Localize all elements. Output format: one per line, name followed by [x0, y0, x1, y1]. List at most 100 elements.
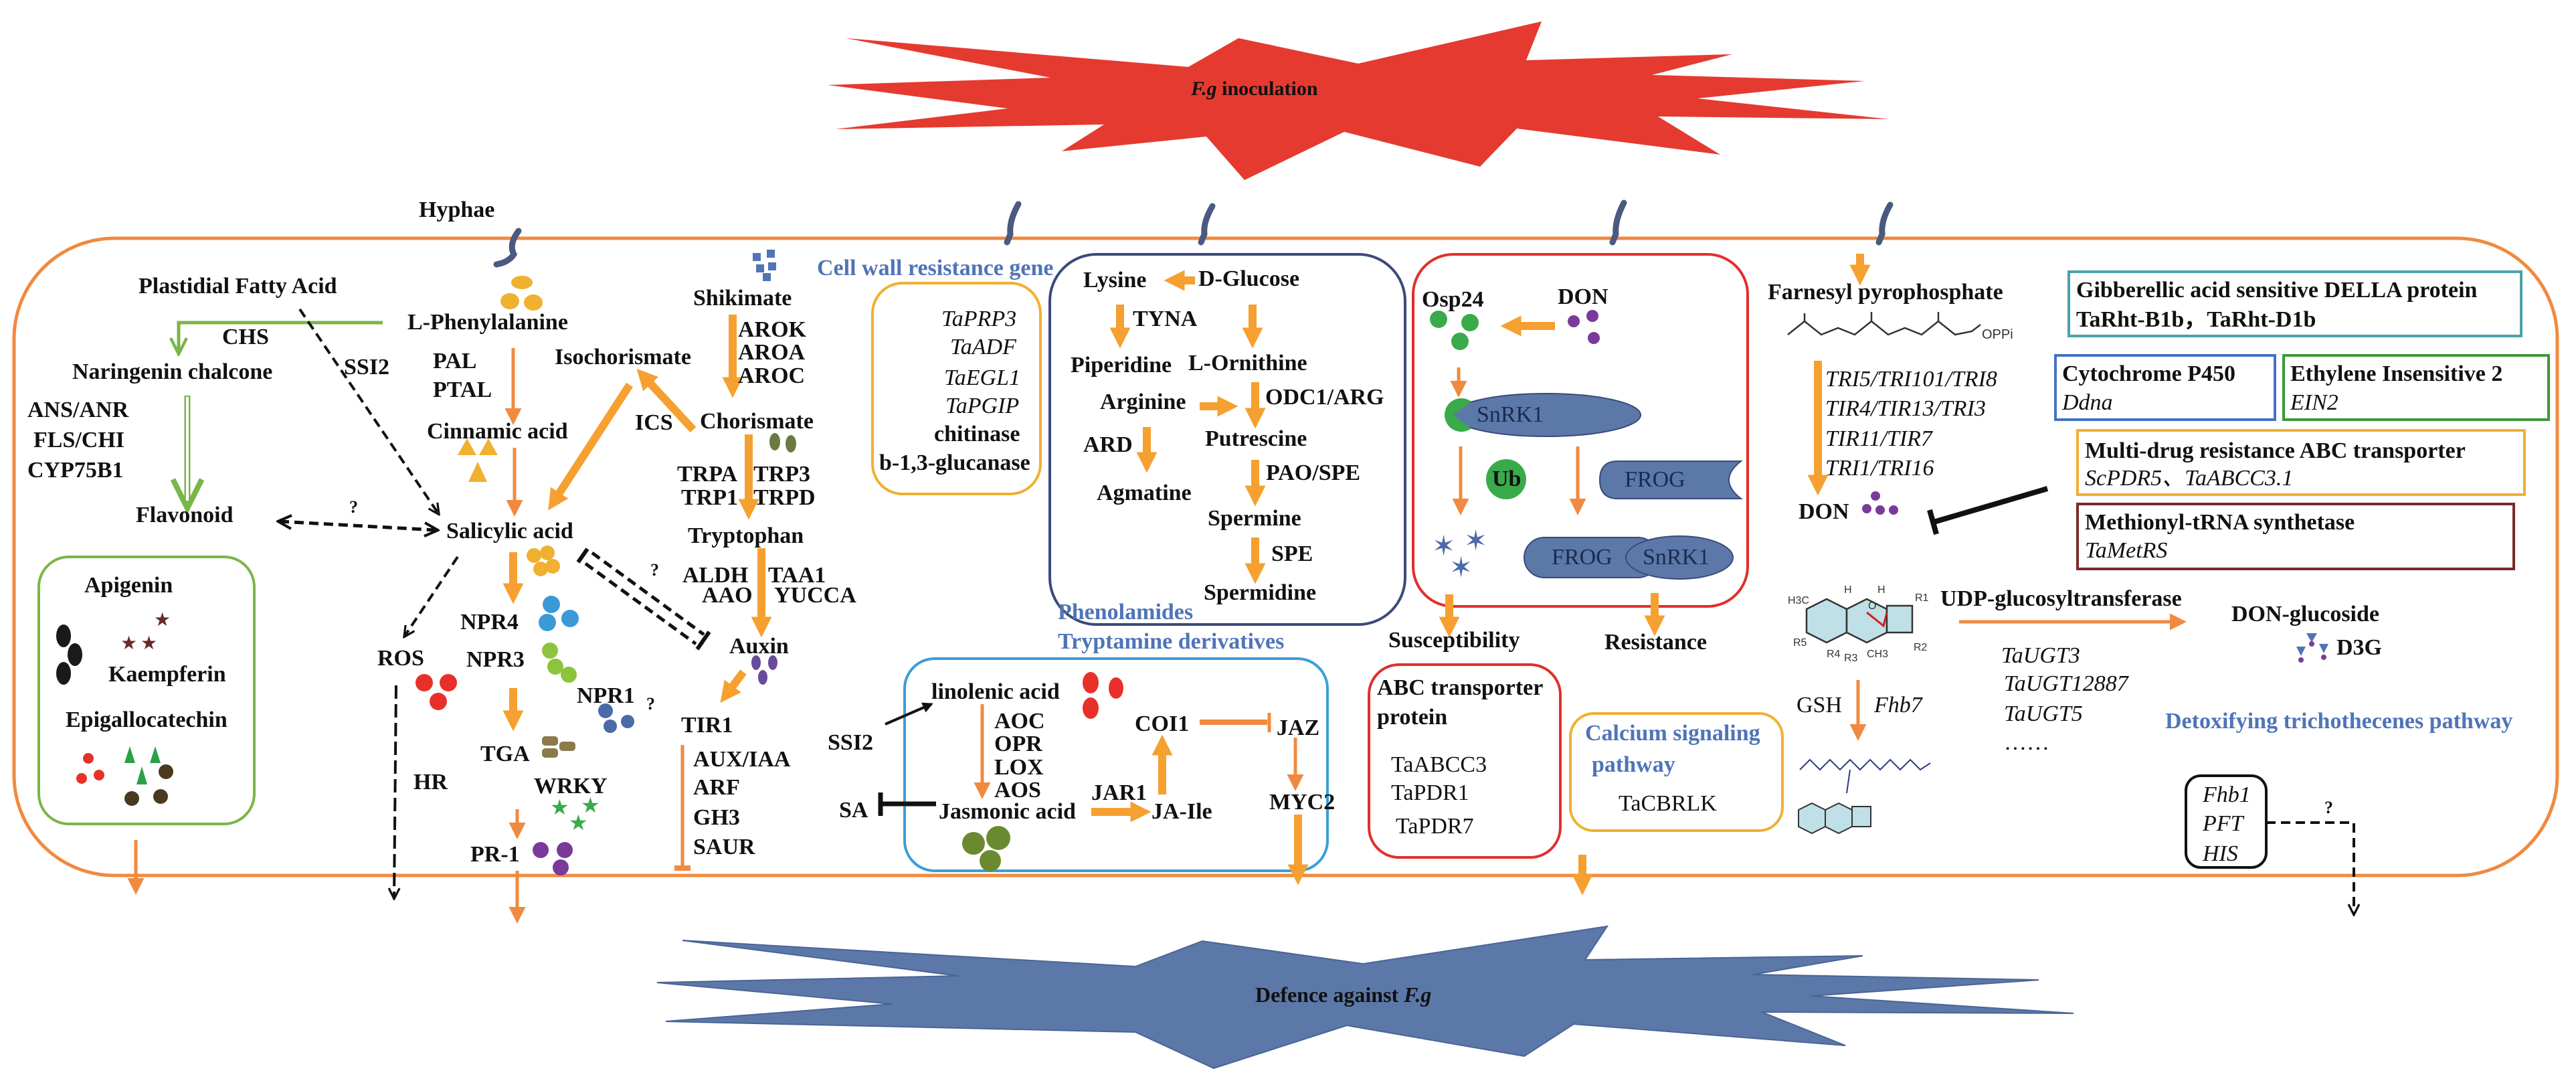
calcium-title: pathway	[1592, 752, 1675, 777]
oppi-label: OPPi	[1982, 327, 2013, 342]
don-label: DON	[1558, 284, 1608, 309]
cell-wall-gene: TaEGL1	[944, 365, 1021, 390]
mdr-title: Multi-drug resistance ABC transporter	[2085, 438, 2466, 463]
abc-box	[1368, 663, 1562, 859]
ein2-box	[2282, 354, 2550, 421]
svg-text:R2: R2	[1914, 642, 1928, 653]
ugt-ellipsis: ……	[2004, 730, 2049, 755]
trpa-label: TRPA	[677, 462, 738, 487]
orange-thick-arrows	[502, 254, 1871, 896]
orange-thin-arrows	[127, 348, 2187, 924]
svg-text:✶: ✶	[1449, 553, 1473, 584]
ros-icon	[416, 674, 457, 710]
tga-icon	[542, 736, 575, 758]
svg-text:✶: ✶	[1432, 531, 1455, 562]
myc2-label: MYC2	[1269, 790, 1336, 815]
hypha-icon	[1609, 199, 1627, 246]
della-box	[2067, 270, 2522, 337]
epigallocatechin-label: Epigallocatechin	[66, 707, 227, 732]
hypha-icon	[1875, 201, 1894, 246]
frog-label: FROG	[1552, 545, 1613, 570]
don-icon	[1862, 491, 1898, 515]
tga-label: TGA	[480, 742, 530, 766]
frog-snrk1-complex-snrk1	[1625, 535, 1734, 580]
unknown-mark: ?	[349, 497, 358, 517]
lysine-label: Lysine	[1083, 268, 1147, 292]
svg-text:✶: ✶	[1464, 526, 1487, 557]
p450-genes: Ddna	[2062, 390, 2113, 415]
d3g-label: D3G	[2336, 635, 2382, 660]
calcium-gene: TaCBRLK	[1619, 791, 1717, 816]
linolenic-acid-icon	[1083, 672, 1123, 719]
svg-text:★: ★	[120, 633, 137, 654]
kaempferin-icon	[56, 624, 82, 685]
npr4-label: NPR4	[460, 610, 519, 635]
ros-label: ROS	[377, 646, 424, 671]
hr-label: HR	[413, 770, 448, 794]
ssi2-label: SSI2	[344, 355, 390, 380]
odc1-arg-label: ODC1/ARG	[1265, 385, 1384, 410]
abc-gene: TaPDR7	[1396, 814, 1474, 839]
svg-text:★: ★	[154, 610, 171, 631]
farnesyl-structure: OPPi	[1787, 312, 2013, 342]
snrk1-label: SnRK1	[1477, 402, 1544, 427]
npr1-icon	[598, 703, 634, 733]
spermidine-label: Spermidine	[1204, 580, 1317, 605]
trp3-label: TRP3	[753, 462, 810, 487]
susceptibility-label: Susceptibility	[1388, 628, 1520, 653]
calcium-title: Calcium signaling	[1585, 721, 1760, 746]
svg-text:★: ★	[550, 795, 569, 819]
mdr-box	[2076, 429, 2526, 496]
epigallocatechin-icon	[76, 746, 173, 806]
aao-label: AAO	[702, 583, 753, 608]
spe-label: SPE	[1271, 541, 1313, 566]
sa-ros-dashed-arrow	[405, 556, 459, 636]
ssi2-dashed-arrow	[298, 308, 438, 513]
p450-box	[2054, 354, 2276, 421]
cinnamic-acid: Cinnamic acid	[427, 419, 568, 444]
d3g-icon	[2296, 633, 2328, 663]
ein2-title: Ethylene Insensitive 2	[2290, 361, 2503, 386]
cell-wall-gene: TaPGIP	[945, 394, 1020, 418]
svg-text:R5: R5	[1793, 637, 1807, 649]
chs-arrow	[179, 321, 383, 352]
cell-wall-gene: TaPRP3	[941, 307, 1017, 331]
don-glucoside-label: DON-glucoside	[2231, 602, 2379, 626]
fhb1-gene: Fhb1	[2203, 782, 2251, 807]
inoculation-burst	[828, 21, 1889, 180]
npr4-icon	[539, 596, 579, 631]
transporter-don-inhibition	[1927, 486, 2049, 535]
cell-wall-title: Cell wall resistance gene	[817, 256, 1054, 280]
npr3-icon	[542, 643, 577, 683]
osp24-bound-icon	[1445, 398, 1471, 432]
coi1-jaz-inhibition	[1200, 713, 1271, 732]
flavonoid: Flavonoid	[136, 503, 234, 527]
apigenin-label: Apigenin	[84, 573, 173, 598]
opr-label: OPR	[994, 732, 1042, 756]
ans-anr-label: ANS/ANR	[27, 398, 129, 422]
cell-wall-box	[871, 282, 1042, 495]
auxin-label: Auxin	[729, 634, 789, 659]
lox-label: LOX	[994, 755, 1044, 780]
polyamine-box	[1048, 253, 1406, 626]
chorismate-label: Chorismate	[700, 409, 814, 434]
stars-icon: ✶✶✶	[1432, 526, 1487, 584]
ein2-genes: EIN2	[2290, 390, 2338, 415]
hyphae-label: Hyphae	[419, 197, 495, 222]
jasmonic-acid-label: Jasmonic acid	[939, 799, 1076, 824]
inoculation-label: F.g inoculation	[1191, 78, 1318, 100]
svg-text:★: ★	[569, 811, 588, 835]
aldh-label: ALDH	[682, 563, 749, 588]
jar1-label: JAR1	[1091, 780, 1147, 805]
gh3-label: GH3	[693, 805, 740, 830]
abc-gene: TaABCC3	[1391, 752, 1487, 777]
defence-label: Defence against F.g	[1255, 983, 1432, 1007]
svg-text:R4: R4	[1827, 649, 1841, 660]
svg-text:CH3: CH3	[1867, 649, 1888, 660]
npr3-label: NPR3	[466, 647, 525, 672]
pao-spe-label: PAO/SPE	[1266, 460, 1361, 485]
pal-label: PAL	[433, 349, 477, 373]
chs-label: CHS	[222, 325, 269, 349]
hypha-icon	[1004, 201, 1022, 246]
